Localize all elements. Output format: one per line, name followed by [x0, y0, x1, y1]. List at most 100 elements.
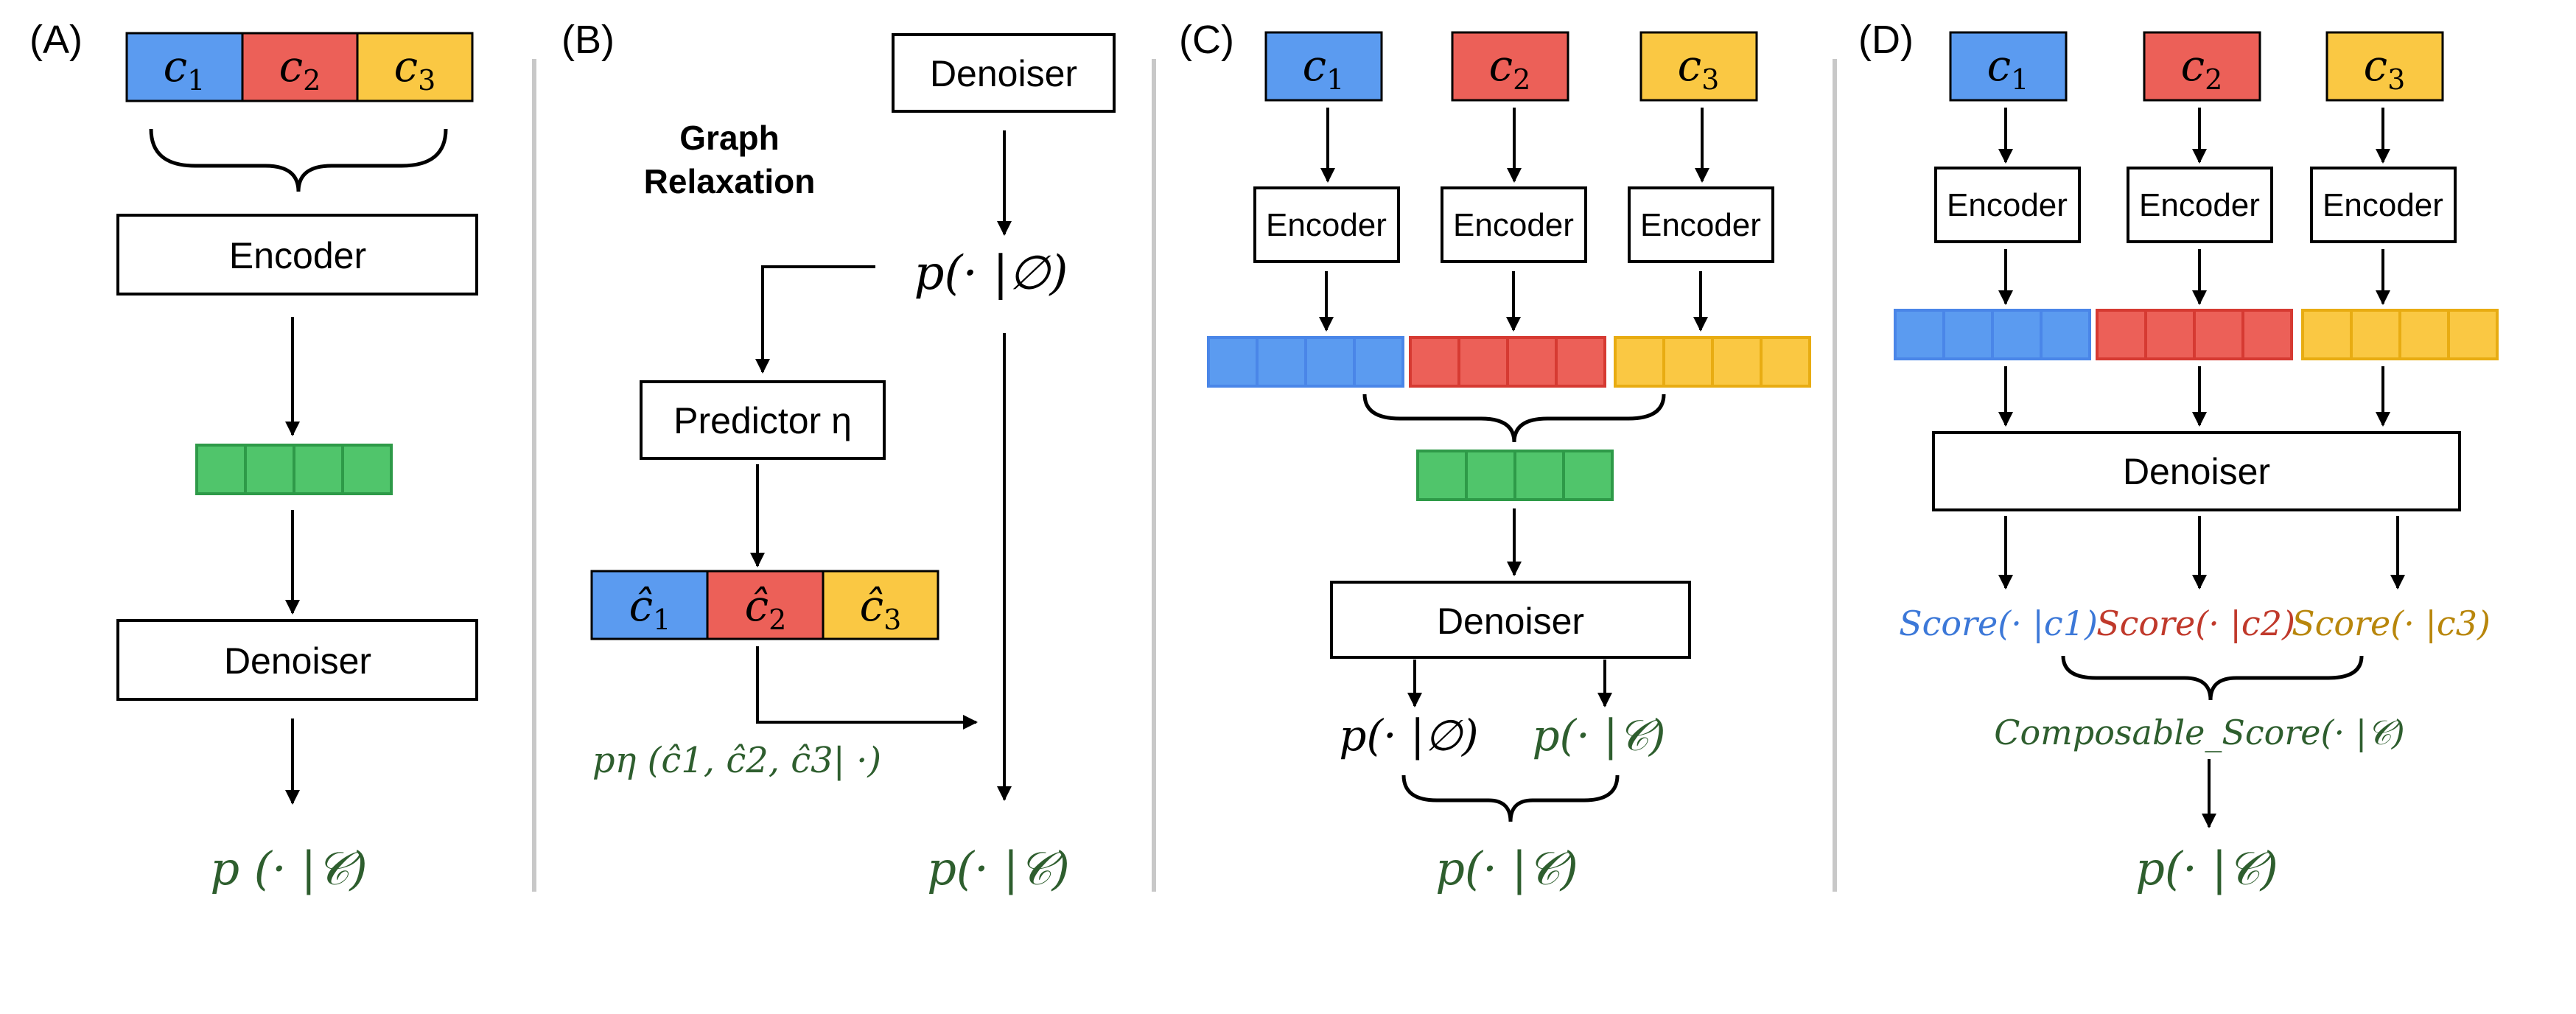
panel-b-uncond: p(· |∅)	[914, 246, 1068, 301]
panel-d-encoder2-box	[2127, 167, 2273, 243]
panel-c-cond: p(· |𝒞)	[1532, 710, 1665, 760]
predicted-c2-label: ĉ2	[745, 581, 787, 636]
panel-d-embedding-yellow	[2301, 309, 2499, 360]
embedding-cell	[1506, 336, 1558, 388]
panel-c-encoder1-box	[1253, 186, 1400, 263]
panel-c-embedding-yellow	[1614, 336, 1811, 388]
panel-b: (B) Graph Relaxation Denoiser p(· |∅) Pr…	[561, 18, 1116, 895]
embedding-cell	[2144, 309, 2196, 360]
panel-c-output: p(· |𝒞)	[1435, 842, 1578, 895]
panel-a-denoiser-box	[116, 619, 478, 701]
panel-a-label: (A)	[29, 18, 83, 62]
panel-d-denoiser-box	[1932, 431, 2461, 511]
embedding-cell	[1614, 336, 1665, 388]
embedding-cell	[1555, 336, 1606, 388]
embedding-cell	[1353, 336, 1404, 388]
embedding-cell	[2040, 309, 2091, 360]
embedding-cell	[1662, 336, 1714, 388]
panel-d-c1-label: c1	[1987, 41, 2029, 96]
embedding-cell	[1465, 450, 1516, 501]
panel-d-encoder3-label: Encoder	[2323, 187, 2443, 223]
panel-d-c2-label: c2	[2181, 41, 2223, 96]
embedding-cell	[195, 444, 247, 495]
panel-a: (A) c1 c2 c3 Encoder Denoiser p (· |𝒞)	[29, 18, 478, 895]
panel-c-denoiser-label: Denoiser	[1437, 601, 1584, 642]
panel-b-output: p(· |𝒞)	[927, 842, 1070, 895]
embedding-cell	[1409, 336, 1460, 388]
panel-c-embedding-red	[1409, 336, 1606, 388]
panel-d-encoder3-box	[2310, 167, 2457, 243]
embedding-cell	[1562, 450, 1614, 501]
embedding-cell	[2398, 309, 2450, 360]
panel-c-encoder3-label: Encoder	[1640, 207, 1761, 243]
panel-c-embedding-blue	[1207, 336, 1404, 388]
predicted-c3-block	[822, 570, 939, 640]
panel-d-c1-block	[1949, 31, 2068, 102]
embedding-cell	[2301, 309, 2353, 360]
embedding-cell	[1207, 336, 1259, 388]
panel-b-title-line1: Graph	[679, 119, 779, 157]
panel-d-encoder2-label: Encoder	[2139, 187, 2260, 223]
panel-b-predictor-label: Predictor η	[673, 400, 852, 441]
embedding-cell	[1513, 450, 1565, 501]
condition-c1-label: c1	[164, 41, 206, 97]
panel-c-uncond: p(· |∅)	[1339, 710, 1478, 760]
panel-c-c3-block	[1639, 31, 1758, 102]
panel-d-denoiser-label: Denoiser	[2123, 451, 2270, 492]
panel-b-arrow-uncond-predictor	[755, 265, 875, 374]
embedding-cell	[244, 444, 295, 495]
panel-c-denoiser-box	[1330, 581, 1691, 659]
panel-d-c2-block	[2143, 31, 2261, 102]
panel-c-c1-label: c1	[1303, 41, 1345, 96]
embedding-cell	[2096, 309, 2147, 360]
panel-c-c2-label: c2	[1489, 41, 1531, 96]
embedding-cell	[1711, 336, 1763, 388]
panel-b-predictor-box	[640, 380, 886, 460]
panel-c-brace-embeddings	[1362, 394, 1666, 443]
panel-b-denoiser-box	[892, 33, 1116, 113]
panel-d-label: (D)	[1858, 18, 1914, 62]
panel-d-embedding-red	[2096, 309, 2293, 360]
panel-c: (C) c1 c2 c3 Encoder Encoder Encoder	[1179, 18, 1811, 895]
panel-c-encoder1-label: Encoder	[1266, 207, 1387, 243]
condition-c1-block	[125, 32, 244, 102]
embedding-cell	[1457, 336, 1509, 388]
panel-d-score2: Score(· |c2)	[2096, 604, 2295, 643]
panel-c-c2-block	[1451, 31, 1569, 102]
embedding-cell	[2193, 309, 2244, 360]
embedding-cell	[1256, 336, 1307, 388]
panel-c-embedding-green	[1416, 450, 1614, 501]
panel-a-denoiser-label: Denoiser	[224, 640, 371, 682]
panel-d-composable: Composable_Score(· |𝒞)	[1994, 713, 2404, 752]
panel-c-brace-output	[1401, 775, 1620, 822]
panel-a-encoder-box	[116, 214, 478, 296]
embedding-cell	[2350, 309, 2401, 360]
panel-d-score3: Score(· |c3)	[2292, 604, 2491, 643]
panel-d-c3-block	[2325, 31, 2444, 102]
embedding-cell	[341, 444, 393, 495]
predicted-c1-block	[590, 570, 709, 640]
panel-a-encoder-label: Encoder	[229, 235, 366, 276]
panel-a-brace	[149, 128, 448, 192]
panel-d-score1: Score(· |c1)	[1899, 604, 2098, 643]
panel-a-output: p (· |𝒞)	[210, 842, 367, 895]
embedding-cell	[1991, 309, 2043, 360]
panel-d-brace-scores	[2061, 655, 2364, 701]
predicted-c1-label: ĉ1	[629, 581, 671, 636]
condition-c2-label: c2	[279, 41, 321, 97]
embedding-cell	[1304, 336, 1356, 388]
panel-d-c3-label: c3	[2364, 41, 2406, 96]
embedding-cell	[1760, 336, 1811, 388]
embedding-cell	[1416, 450, 1468, 501]
predicted-c3-label: ĉ3	[860, 581, 902, 636]
panel-c-c1-block	[1264, 31, 1383, 102]
condition-c2-block	[241, 32, 359, 102]
panel-b-p-eta: pη (ĉ1, ĉ2, ĉ3| ·)	[592, 740, 881, 781]
panel-c-label: (C)	[1179, 18, 1234, 62]
condition-c3-label: c3	[394, 41, 436, 97]
panel-b-title-line2: Relaxation	[644, 162, 816, 200]
embedding-cell	[1894, 309, 1945, 360]
panel-b-label: (B)	[561, 18, 615, 62]
panel-b-denoiser-label: Denoiser	[930, 53, 1077, 94]
panel-d: (D) c1 c2 c3 Encoder Encoder Encoder	[1858, 18, 2499, 895]
